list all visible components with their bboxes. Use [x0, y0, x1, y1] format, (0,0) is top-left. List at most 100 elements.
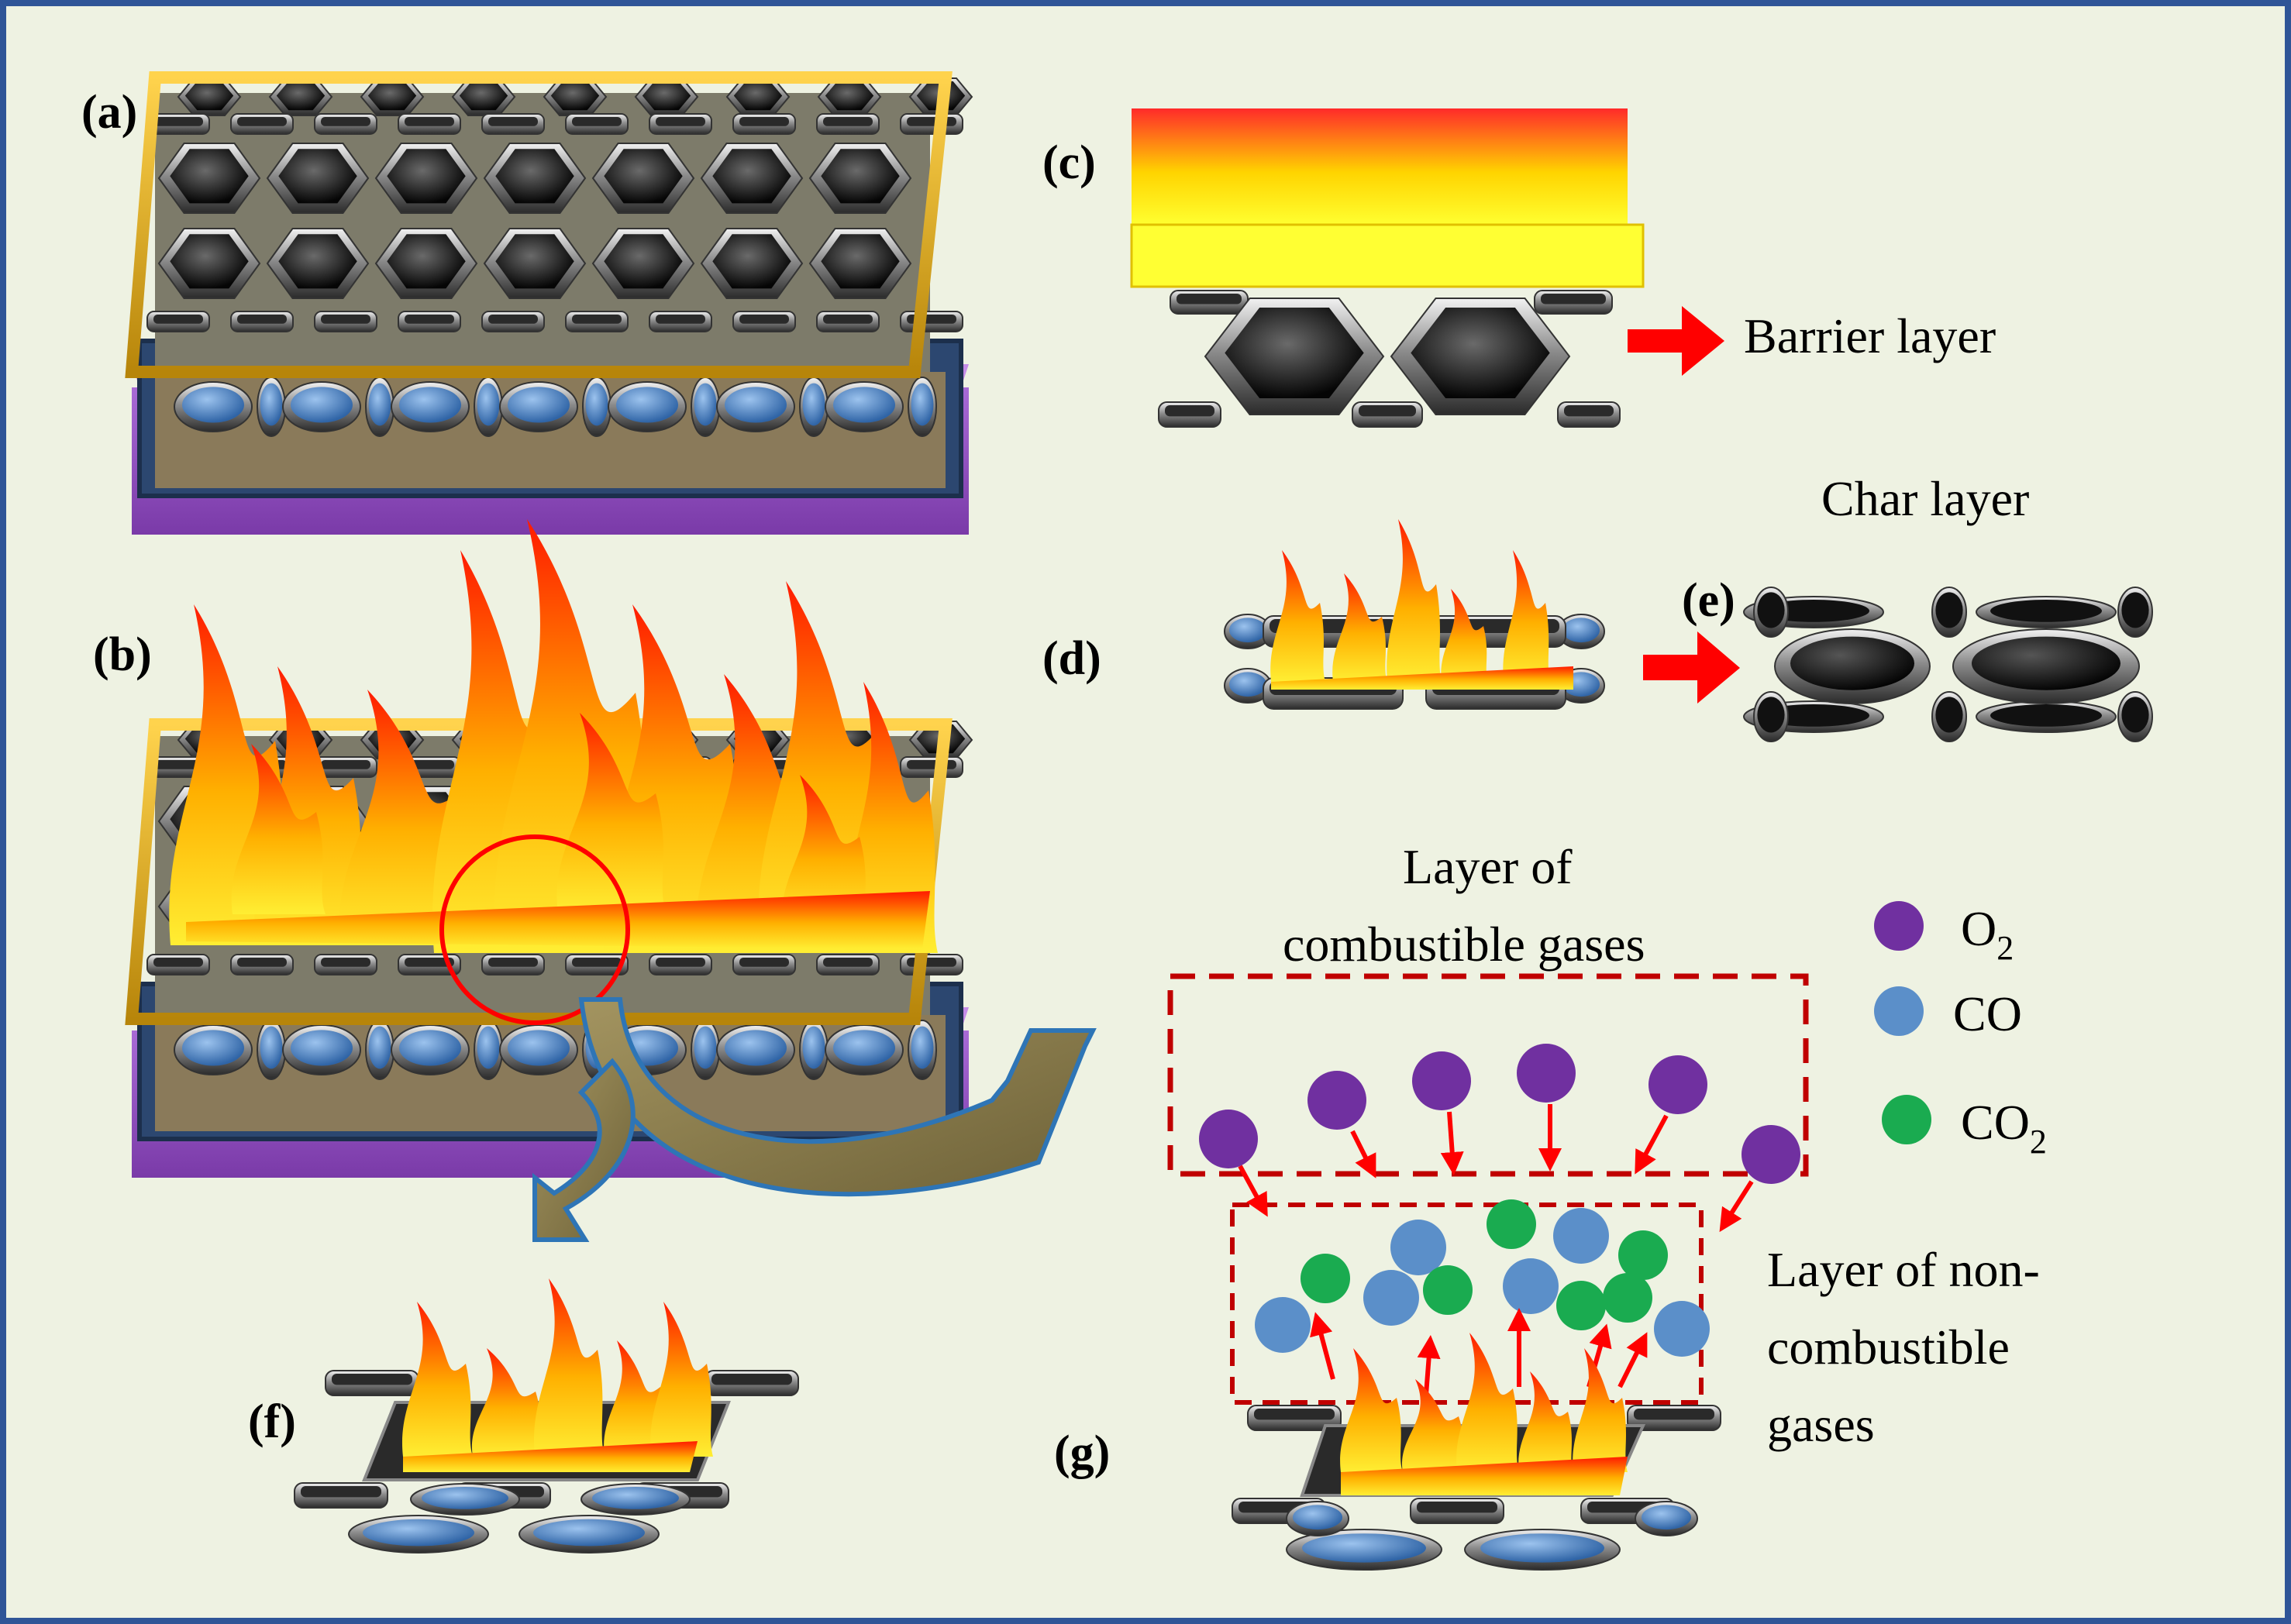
- flame: [556, 713, 667, 914]
- flame: [471, 1348, 543, 1457]
- blue-ellipsoid-particle: [582, 377, 612, 437]
- platelet-particle: [565, 113, 629, 135]
- co2-molecule: [1487, 1199, 1536, 1249]
- panel-c-illustration: [1130, 108, 1645, 428]
- hexagon-particle: [483, 228, 587, 299]
- panel-g-label: (g): [1054, 1426, 1110, 1479]
- flame: [1503, 550, 1550, 682]
- blue-ellipsoid-particle: [518, 1515, 660, 1553]
- platelet-particle: [325, 1370, 419, 1396]
- co-molecule: [1363, 1270, 1419, 1326]
- blue-ellipsoid-particle: [391, 381, 470, 432]
- o2-molecule: [1648, 1055, 1707, 1114]
- platelet-particle: [1557, 401, 1621, 428]
- noncombustible-label-line1: Layer of non-: [1767, 1242, 2040, 1297]
- gas-flow-arrow: [1440, 1111, 1464, 1175]
- platelet-particle: [900, 954, 963, 975]
- panel-a-illustration: [125, 71, 973, 535]
- char-layer-label: Char layer: [1821, 471, 2029, 526]
- hexagon-particle: [483, 143, 587, 214]
- char-ellipsoid-small: [1931, 691, 1967, 742]
- flame: [650, 1302, 713, 1457]
- flame: [533, 1278, 605, 1457]
- hexagon-particle: [451, 77, 516, 116]
- flame: [843, 682, 938, 953]
- o2-molecule: [1742, 1125, 1800, 1184]
- platelet-particle: [900, 311, 963, 332]
- flame-sheet: [403, 1441, 698, 1472]
- platelet-particle: [481, 113, 545, 135]
- noncombustible-label-line2: combustible: [1767, 1320, 2010, 1375]
- hexagon-particle: [360, 77, 425, 116]
- hexagon-particle: [374, 228, 478, 299]
- co2-molecule: [1603, 1273, 1652, 1323]
- platelet-particle: [294, 1482, 388, 1509]
- gas-flow-arrow: [1310, 1312, 1335, 1380]
- zoom-circle: [439, 834, 630, 1025]
- hexagon-particle: [591, 228, 695, 299]
- blue-ellipsoid-particle: [691, 377, 720, 437]
- hexagon-particle: [725, 77, 791, 116]
- combustible-layer-box: [1167, 973, 1809, 1177]
- panel-c-label: (c): [1042, 136, 1096, 189]
- gas-flow-arrow: [1417, 1335, 1441, 1395]
- flame: [1518, 1371, 1573, 1472]
- blue-ellipsoid-particle: [365, 377, 394, 437]
- char-arrow: [1643, 631, 1740, 704]
- platelet-particle: [230, 954, 294, 975]
- platelet-particle: [900, 756, 963, 778]
- hexagon-particle: [634, 77, 699, 116]
- char-ellipsoid-small: [2117, 587, 2153, 638]
- flame: [1402, 1379, 1465, 1472]
- blue-ellipsoid-particle: [1635, 1501, 1698, 1536]
- platelet-particle: [481, 311, 545, 332]
- blue-ellipsoid-particle: [691, 1020, 720, 1080]
- blue-ellipsoid-particle: [282, 381, 361, 432]
- panel-f-label: (f): [248, 1395, 296, 1448]
- char-ellipsoid: [1952, 628, 2140, 704]
- char-ellipsoid-small: [1753, 587, 1789, 638]
- platelet-particle: [314, 113, 377, 135]
- platelet-particle: [1627, 1405, 1721, 1431]
- co-molecule: [1390, 1220, 1446, 1275]
- blue-ellipsoid-particle: [282, 1024, 361, 1075]
- svg-text:CO2: CO2: [1961, 1095, 2047, 1161]
- panel-b-label: (b): [93, 628, 152, 681]
- platelet-particle: [146, 113, 210, 135]
- gas-flow-arrow: [1635, 1114, 1669, 1175]
- blue-ellipsoid-particle: [581, 1483, 691, 1516]
- platelet-particle: [649, 954, 712, 975]
- gas-flow-arrow: [1617, 1332, 1648, 1388]
- platelet-particle: [1158, 401, 1221, 428]
- platelet-particle: [816, 311, 880, 332]
- hexagon-particle: [700, 228, 804, 299]
- flame-sheet: [186, 891, 930, 949]
- flame: [1332, 573, 1387, 682]
- platelet-particle: [398, 311, 461, 332]
- hexagon-particle: [266, 228, 370, 299]
- combustible-label-line1: Layer of: [1403, 839, 1573, 894]
- blue-ellipsoid-particle: [1224, 614, 1272, 649]
- gas-flow-arrow: [1350, 1130, 1376, 1178]
- blue-ellipsoid-particle: [908, 1020, 937, 1080]
- platelet-particle: [1352, 401, 1423, 428]
- co-molecule: [1503, 1258, 1559, 1314]
- platelet-particle: [649, 311, 712, 332]
- panel-g-illustration: [1232, 1333, 1721, 1571]
- blue-ellipsoid-particle: [716, 381, 795, 432]
- co2-molecule: [1423, 1265, 1473, 1315]
- panel-b-illustration: [125, 519, 973, 1178]
- char-ellipsoid-small: [1753, 691, 1789, 742]
- panel-a-label: (a): [81, 86, 137, 139]
- gas-molecules: [1199, 1044, 1800, 1357]
- curved-arrow-to-g: [578, 997, 1097, 1197]
- o2-molecule: [1517, 1044, 1576, 1103]
- platelet-particle: [230, 113, 294, 135]
- panel-d-label: (d): [1042, 632, 1101, 685]
- blue-ellipsoid-particle: [174, 1024, 253, 1075]
- blue-ellipsoid-particle: [608, 381, 687, 432]
- blue-ellipsoid-particle: [257, 1020, 286, 1080]
- panel-e-label: (e): [1682, 574, 1735, 627]
- combustible-label-line2: combustible gases: [1283, 917, 1645, 972]
- platelet-particle: [481, 954, 545, 975]
